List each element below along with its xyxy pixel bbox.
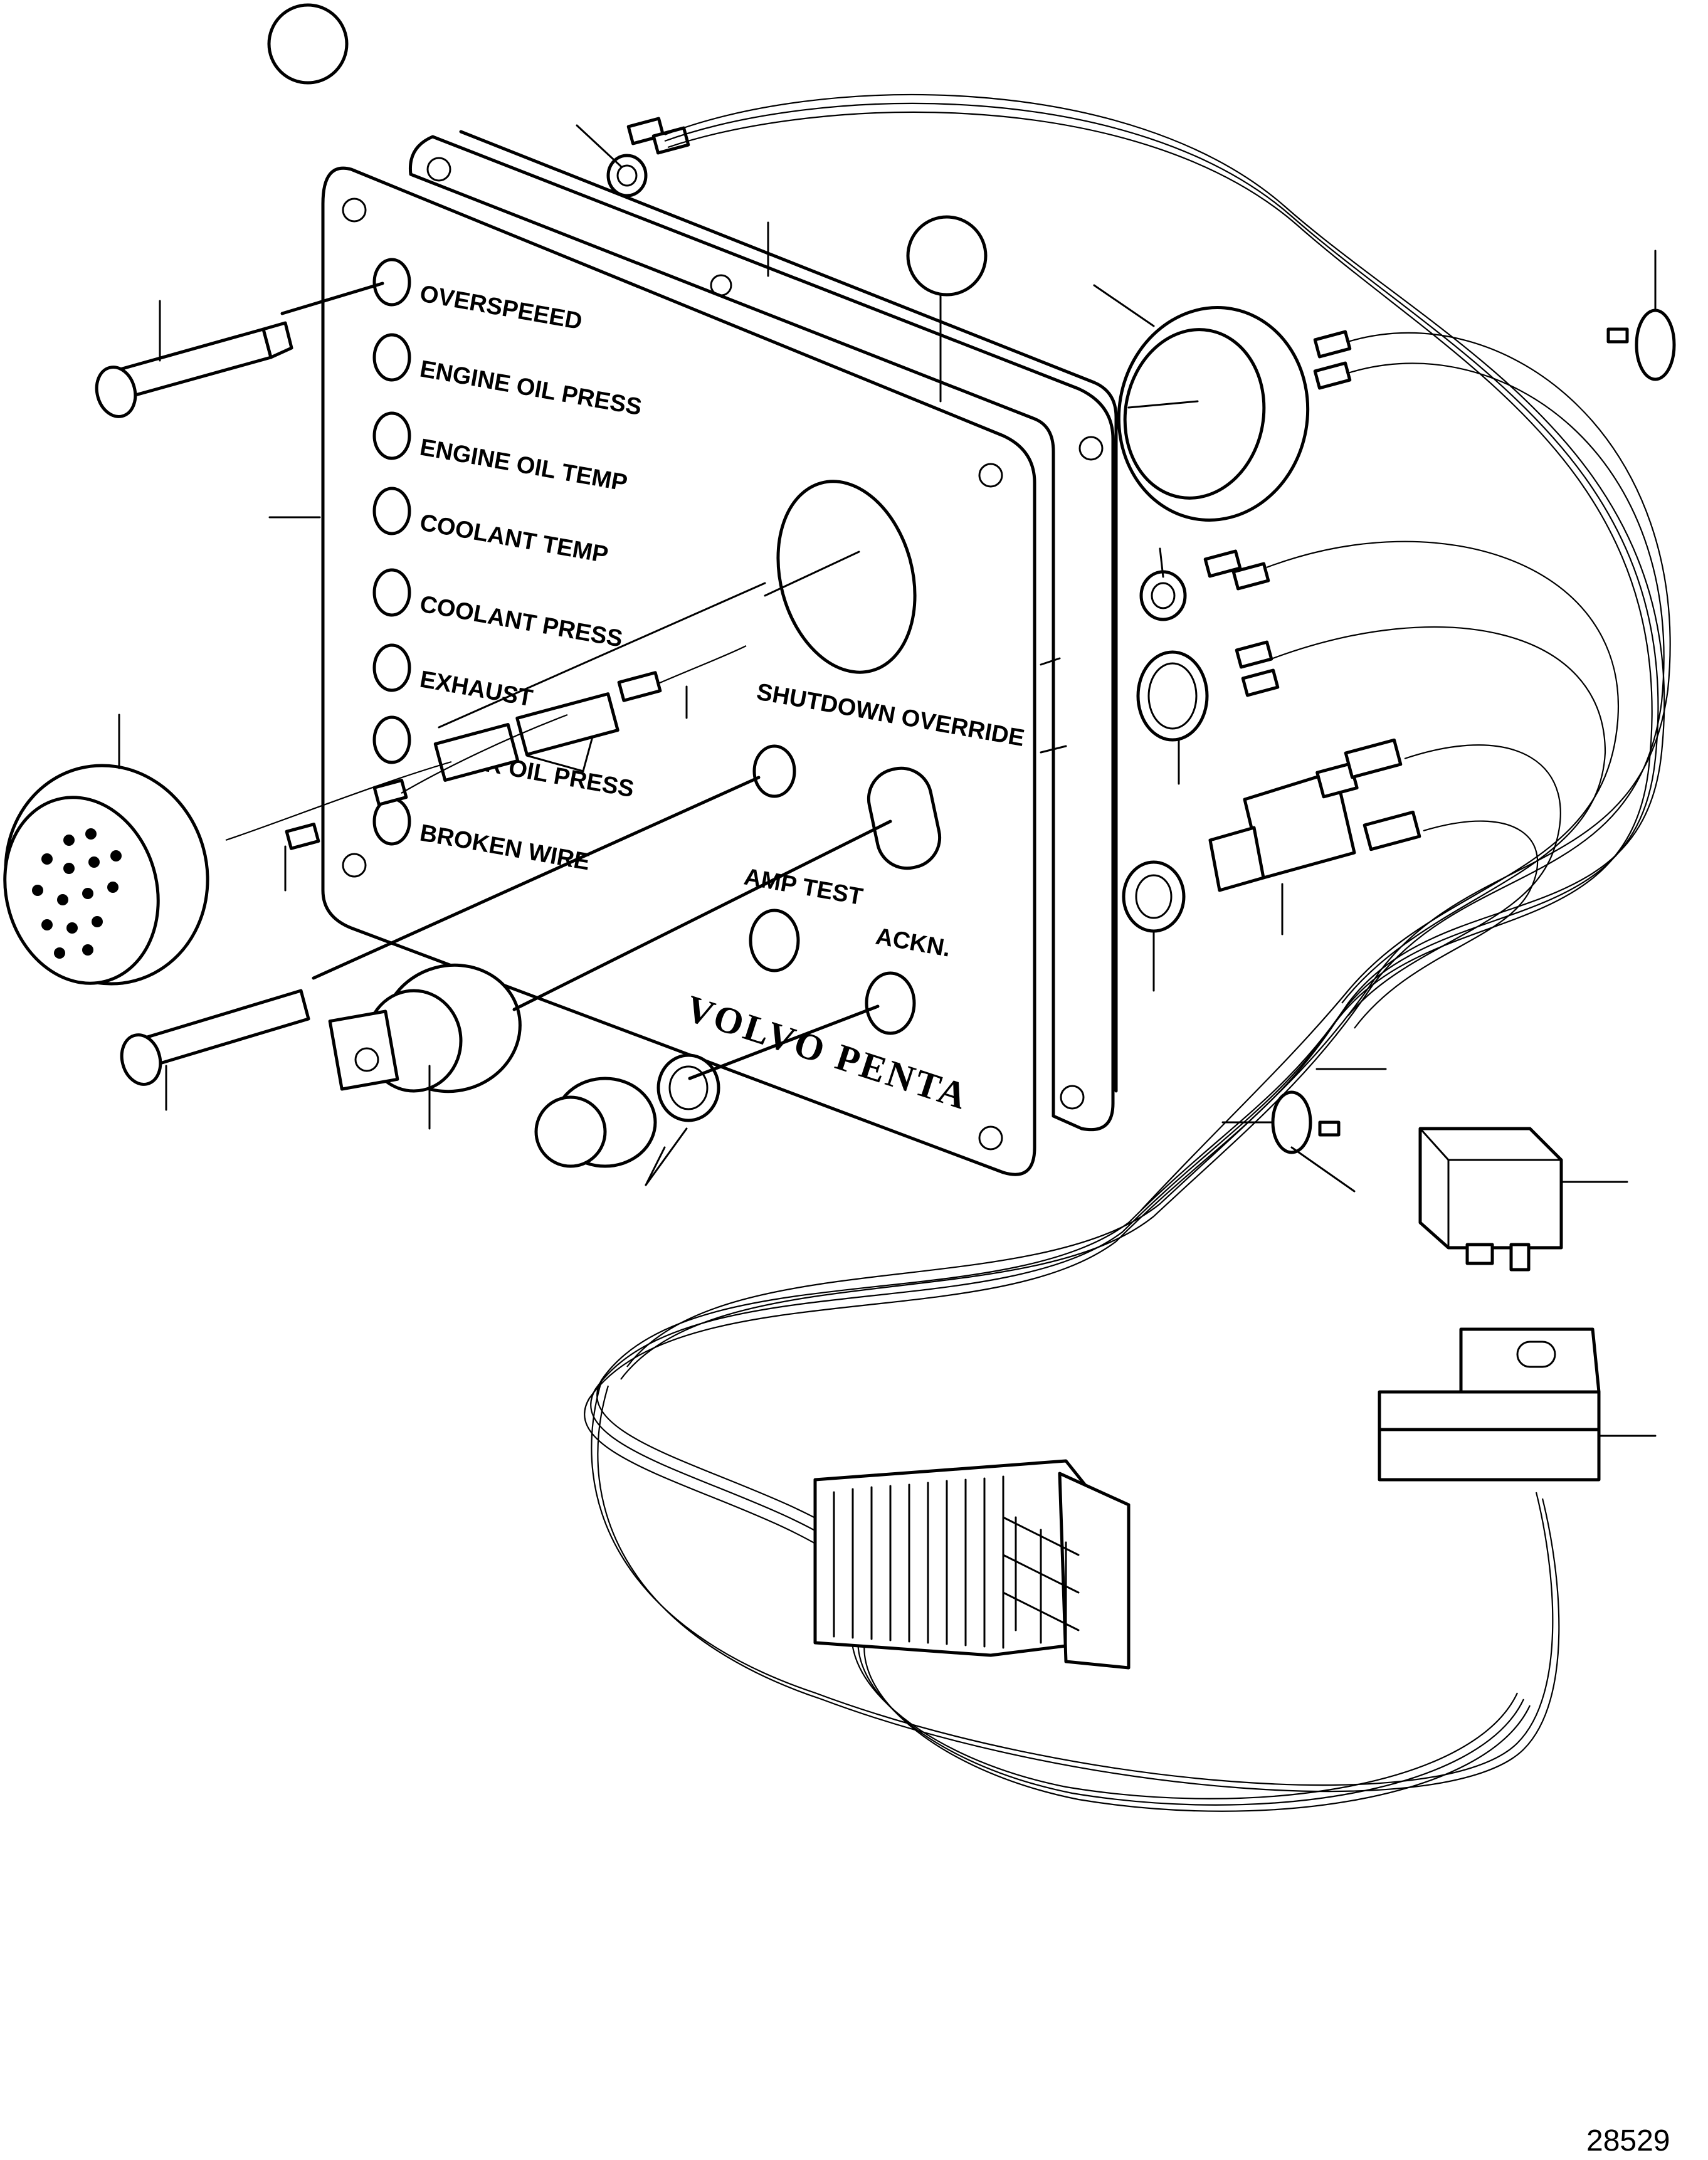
front-panel: [321, 166, 1036, 1176]
toggle-switch: [1208, 762, 1359, 892]
nut-top-wire: [606, 154, 648, 198]
terminal-block: [813, 1459, 1131, 1670]
wiring-harness: [225, 93, 1671, 1812]
indicator-lamp-top: [95, 282, 384, 418]
buzzer: [3, 764, 209, 986]
indicator-holes: [372, 258, 411, 846]
back-gasket-plate: [408, 130, 1118, 1132]
relay: [1418, 1127, 1563, 1272]
relay-socket: [1378, 1327, 1601, 1482]
indicator-lamp-bottom: [120, 776, 761, 1086]
callout-circle-top: [267, 3, 349, 85]
washer-ring: [1136, 650, 1209, 742]
small-nut-1: [1139, 570, 1187, 621]
small-nut-2: [1122, 860, 1186, 933]
large-nut: [1117, 306, 1310, 522]
terminal-connectors: [285, 117, 1421, 851]
leader-lines: [118, 124, 1657, 1437]
callout-circle-middle: [906, 215, 988, 297]
rotary-switch: [328, 819, 892, 1093]
cable-tie-top: [1606, 308, 1676, 381]
cable-tie-middle: [1271, 1090, 1356, 1193]
push-button: [534, 1004, 880, 1168]
figure-number: 28529: [1586, 2124, 1670, 2157]
